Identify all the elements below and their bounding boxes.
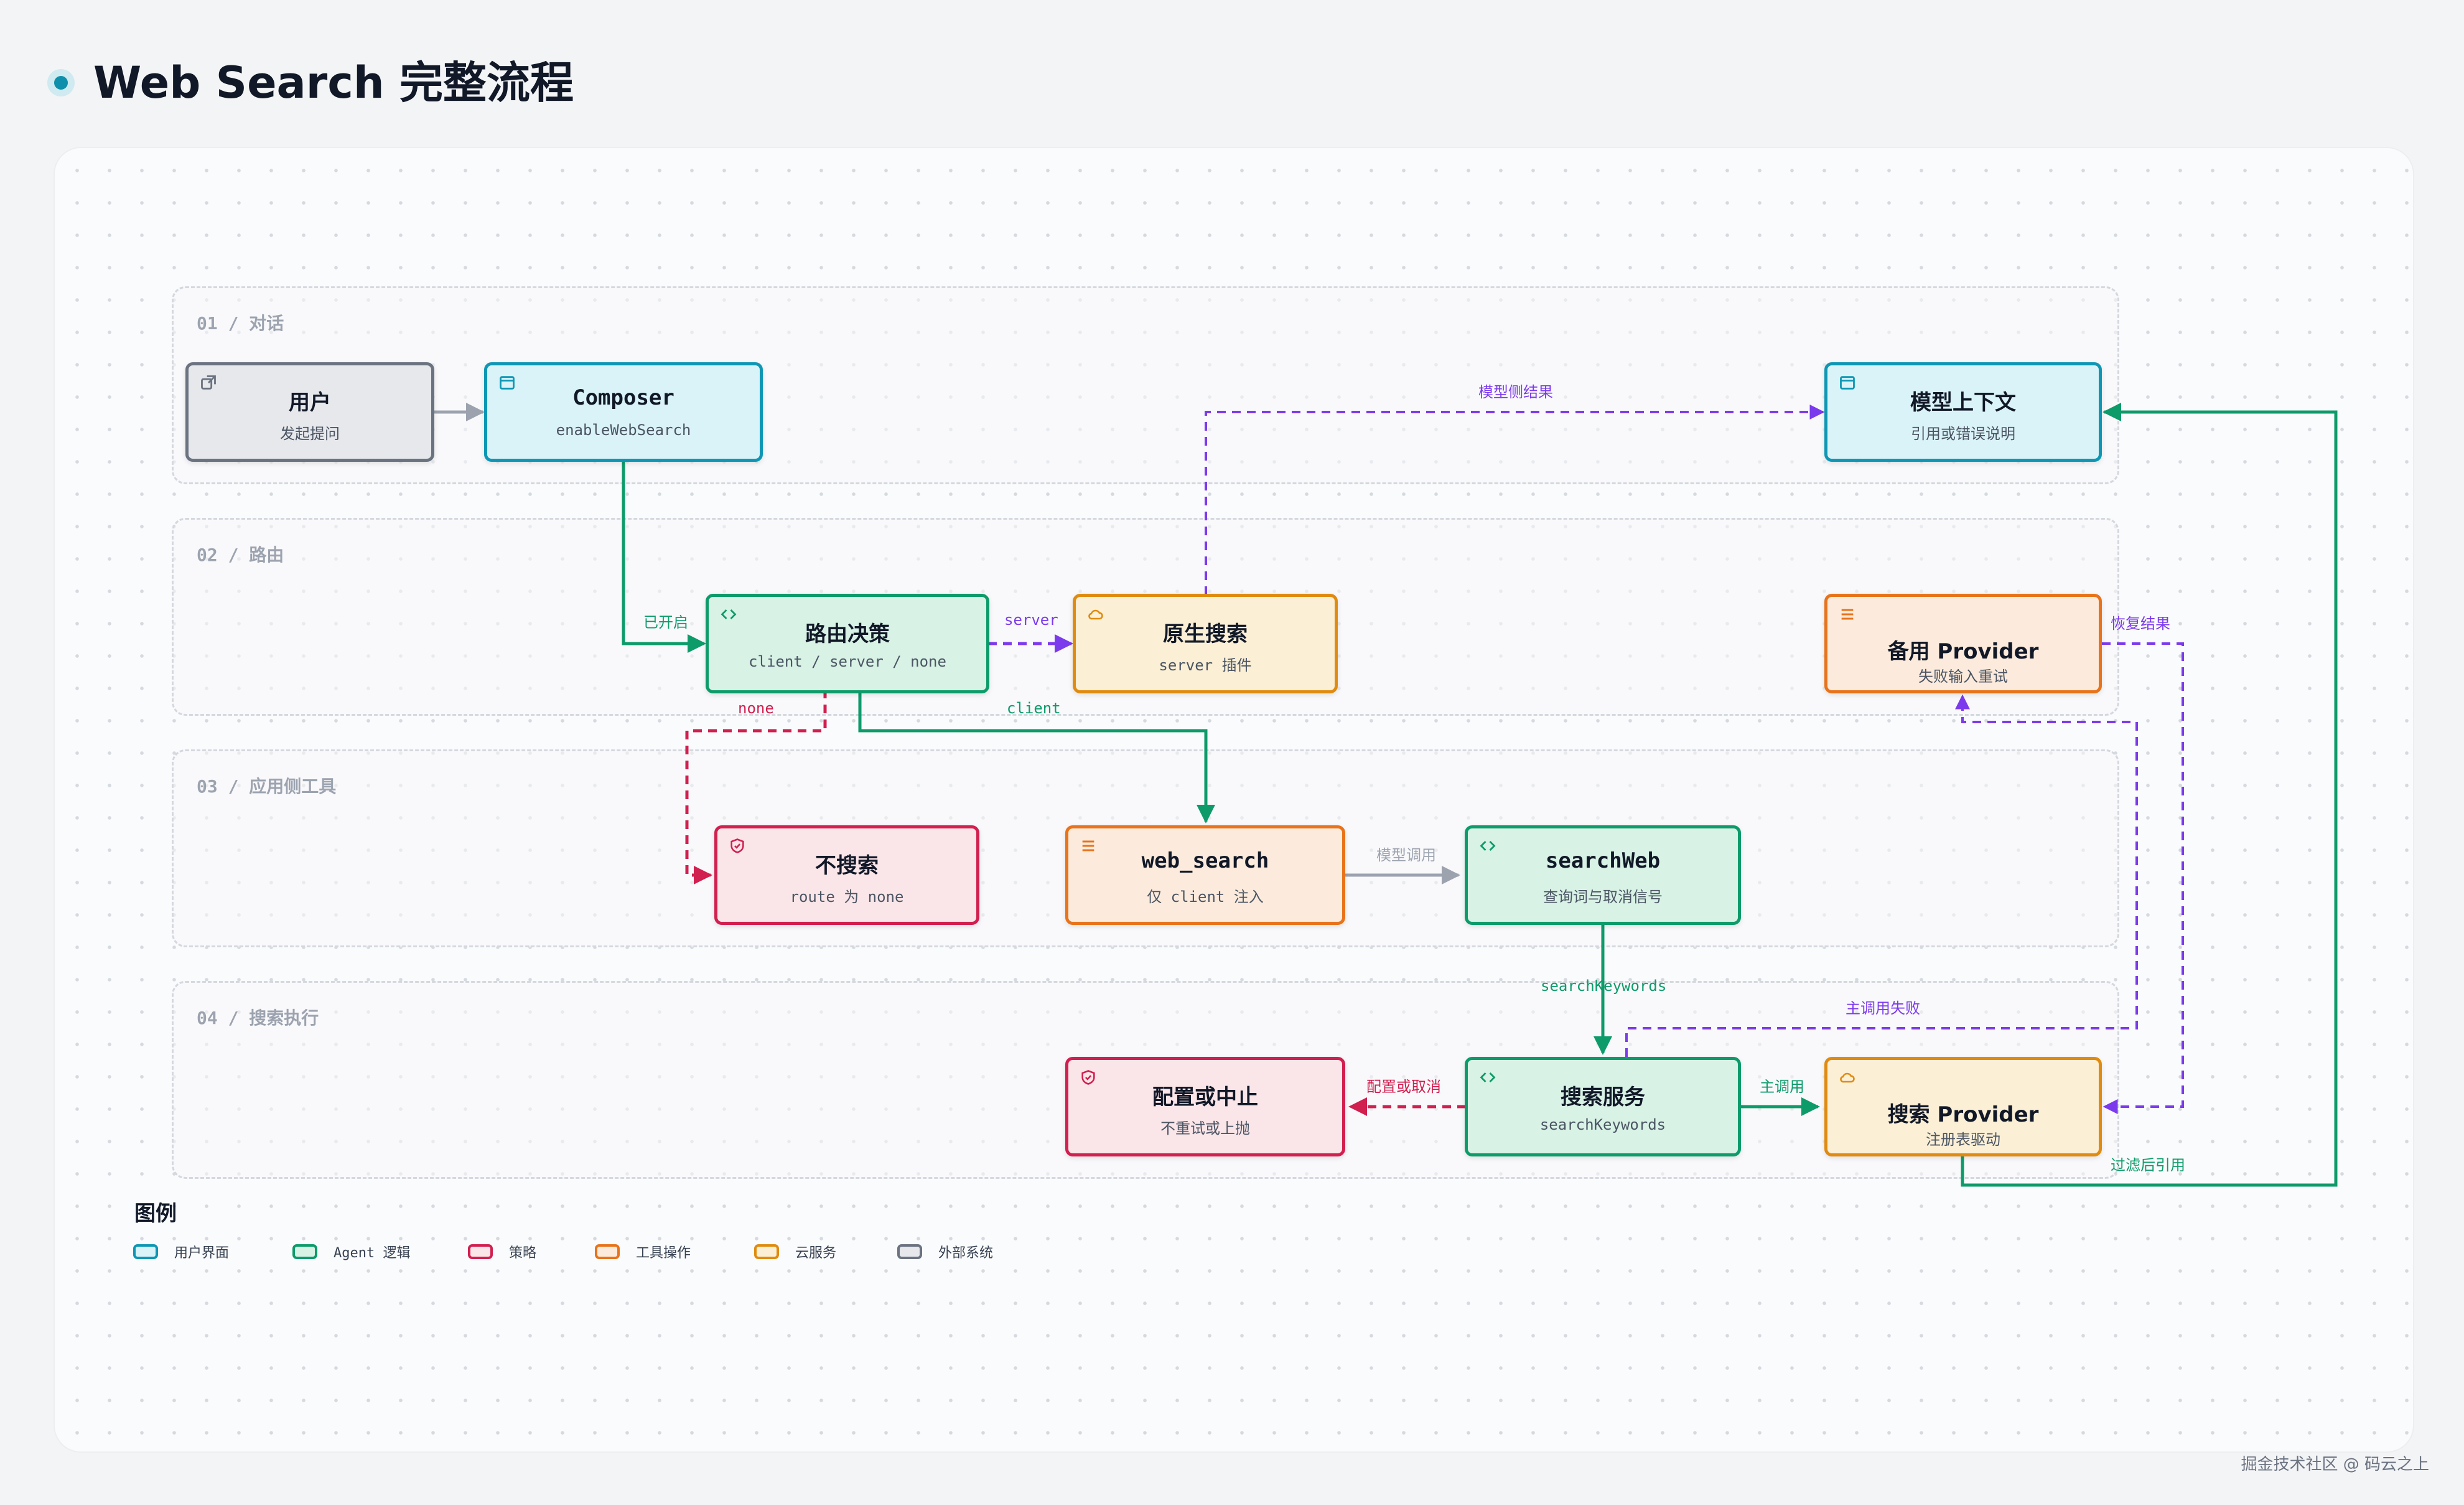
legend-swatch-cloud <box>754 1244 779 1259</box>
node-search-provider-sub: 注册表驱动 <box>1926 1131 2000 1148</box>
node-route-decision-title: 路由决策 <box>805 622 890 647</box>
legend-item-agent: Agent 逻辑 <box>292 1242 410 1261</box>
edge-label-model-call: 模型调用 <box>1376 846 1436 864</box>
node-user-title: 用户 <box>289 390 331 415</box>
edge-label-search-keywords: searchKeywords <box>1541 977 1667 995</box>
window-icon <box>500 376 515 390</box>
edge-label-client: client <box>1007 700 1061 717</box>
node-no-search-sub: route 为 none <box>790 888 904 906</box>
edge-label-enabled: 已开启 <box>643 614 688 631</box>
node-config-abort-title: 配置或中止 <box>1152 1085 1258 1110</box>
code-icon <box>1480 1072 1496 1082</box>
node-no-search-title: 不搜索 <box>815 853 879 878</box>
node-native-search[interactable]: 原生搜索 server 插件 <box>1073 594 1338 693</box>
legend-swatch-agent <box>292 1244 317 1259</box>
legend-label-policy: 策略 <box>509 1245 537 1261</box>
node-search-provider[interactable]: 搜索 Provider 注册表驱动 <box>1824 1057 2102 1156</box>
node-search-service-sub: searchKeywords <box>1539 1116 1666 1133</box>
node-search-service-title: 搜索服务 <box>1561 1085 1645 1110</box>
node-search-service[interactable]: 搜索服务 searchKeywords <box>1465 1057 1741 1156</box>
node-user-sub: 发起提问 <box>280 425 340 443</box>
node-web-search-tool[interactable]: web_search 仅 client 注入 <box>1065 825 1345 925</box>
node-user[interactable]: 用户 发起提问 <box>185 362 434 462</box>
node-route-decision-sub: client / server / none <box>749 653 946 670</box>
legend-item-tool: 工具操作 <box>595 1242 691 1261</box>
legend-item-policy: 策略 <box>468 1242 536 1261</box>
edge-label-cite-after-filter: 过滤后引用 <box>2111 1156 2185 1174</box>
node-no-search[interactable]: 不搜索 route 为 none <box>714 825 979 925</box>
node-config-abort-sub: 不重试或上抛 <box>1160 1120 1250 1137</box>
footer-watermark: 掘金技术社区 @ 码云之上 <box>2241 1455 2429 1474</box>
code-icon <box>1480 841 1496 851</box>
edge-provider-model <box>1961 403 2338 1187</box>
edge-route-nosearch <box>685 690 827 884</box>
node-backup-provider[interactable]: 备用 Provider 失败输入重试 <box>1824 594 2102 693</box>
node-search-web[interactable]: searchWeb 查询词与取消信号 <box>1465 825 1741 925</box>
legend-swatch-policy <box>468 1244 493 1259</box>
edge-composer-route <box>622 461 706 653</box>
node-model-context-title: 模型上下文 <box>1910 390 2016 415</box>
edge-label-none: none <box>738 700 774 717</box>
list-icon <box>1082 840 1094 851</box>
node-backup-provider-title: 备用 Provider <box>1887 639 2039 664</box>
node-model-context[interactable]: 模型上下文 引用或错误说明 <box>1824 362 2102 462</box>
legend-title: 图例 <box>134 1201 177 1226</box>
node-search-provider-title: 搜索 Provider <box>1887 1102 2039 1127</box>
edge-label-model-side-result: 模型侧结果 <box>1478 383 1553 401</box>
legend-label-ui: 用户界面 <box>174 1245 230 1261</box>
edge-label-config-or-cancel: 配置或取消 <box>1366 1078 1441 1095</box>
cloud-icon <box>1088 609 1103 620</box>
node-web-search-tool-sub: 仅 client 注入 <box>1147 888 1264 906</box>
node-backup-provider-sub: 失败输入重试 <box>1918 668 2008 685</box>
lane-label-conversation: 01 / 对话 <box>197 313 284 334</box>
shield-icon <box>1081 1070 1095 1085</box>
node-native-search-title: 原生搜索 <box>1163 622 1248 647</box>
legend-swatch-ui <box>133 1244 158 1259</box>
lane-label-search-exec: 04 / 搜索执行 <box>197 1008 319 1028</box>
node-native-search-sub: server 插件 <box>1159 657 1252 674</box>
legend-label-cloud: 云服务 <box>795 1245 837 1261</box>
node-composer-title: Composer <box>572 385 674 410</box>
edge-label-recover-result: 恢复结果 <box>2111 615 2170 632</box>
shield-icon <box>730 838 744 853</box>
edge-label-main-call: 主调用 <box>1760 1078 1804 1095</box>
node-search-web-sub: 查询词与取消信号 <box>1543 888 1663 906</box>
title-bullet-icon <box>47 69 75 96</box>
window-icon <box>1840 376 1855 390</box>
legend-swatch-external <box>897 1244 922 1259</box>
edge-backup-provider <box>2102 642 2184 1114</box>
code-icon <box>721 609 737 619</box>
legend-label-agent: Agent 逻辑 <box>334 1245 411 1261</box>
node-config-abort[interactable]: 配置或中止 不重试或上抛 <box>1065 1057 1345 1156</box>
page-title: Web Search 完整流程 <box>93 57 574 108</box>
legend-item-ui: 用户界面 <box>133 1242 229 1261</box>
legend-item-cloud: 云服务 <box>754 1242 836 1261</box>
node-composer-sub: enableWebSearch <box>556 421 691 439</box>
edge-service-backup <box>1625 694 2138 1057</box>
legend-swatch-tool <box>595 1244 620 1259</box>
lane-label-app-tools: 03 / 应用侧工具 <box>197 776 337 797</box>
lane-label-routing: 02 / 路由 <box>197 545 284 565</box>
legend-item-external: 外部系统 <box>897 1242 993 1261</box>
node-search-web-title: searchWeb <box>1545 848 1661 873</box>
edge-label-main-call-failed: 主调用失败 <box>1846 1000 1920 1017</box>
node-web-search-tool-title: web_search <box>1141 848 1269 873</box>
cloud-icon <box>1840 1072 1855 1083</box>
list-icon <box>1841 609 1854 620</box>
node-route-decision[interactable]: 路由决策 client / server / none <box>706 594 989 693</box>
node-composer[interactable]: Composer enableWebSearch <box>484 362 763 462</box>
legend-label-tool: 工具操作 <box>636 1245 691 1261</box>
node-model-context-sub: 引用或错误说明 <box>1911 425 2015 443</box>
external-link-icon <box>201 375 216 390</box>
edge-label-server: server <box>1004 611 1058 629</box>
edge-route-websearch <box>858 690 1215 823</box>
legend-label-external: 外部系统 <box>938 1245 994 1261</box>
edge-native-model <box>1205 405 1825 595</box>
